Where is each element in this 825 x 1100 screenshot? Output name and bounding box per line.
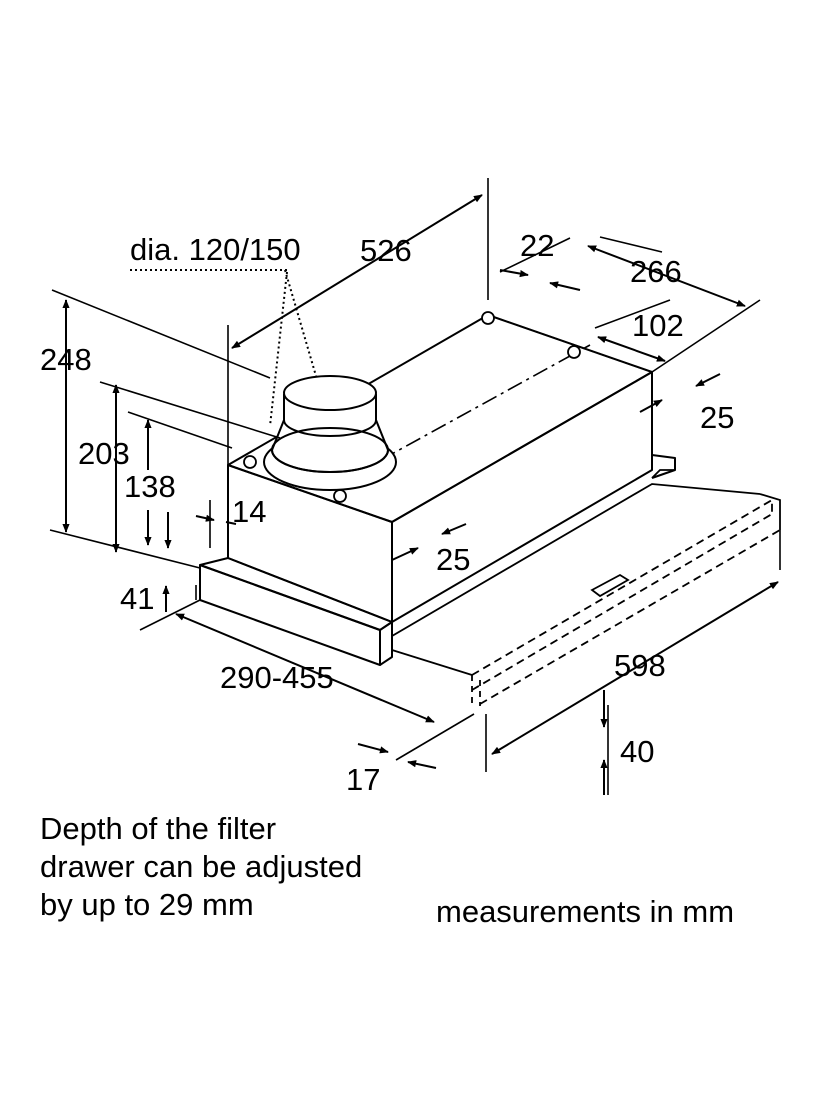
dim-line-25-front-b (391, 547, 419, 561)
dim-line-102 (597, 336, 666, 362)
dim-line-598 (491, 581, 779, 755)
label-14: 14 (232, 494, 266, 529)
duct-mid-ring (283, 419, 377, 437)
label-25-right: 25 (700, 400, 734, 435)
label-290-455: 290-455 (220, 660, 334, 695)
drawer-note-line-2: drawer can be adjusted (40, 849, 363, 884)
dim-line-25-right (695, 373, 721, 387)
duct-collar (263, 375, 397, 491)
dim-line-22b (549, 281, 581, 291)
mounting-hole (481, 311, 495, 325)
label-598: 598 (614, 648, 666, 683)
label-22: 22 (520, 228, 554, 263)
hood-rear-block (651, 454, 676, 479)
label-203: 203 (78, 436, 130, 471)
label-526: 526 (360, 233, 412, 268)
drawer-note-line-1: Depth of the filter (40, 811, 277, 846)
label-138: 138 (124, 469, 176, 504)
mounting-hole (333, 489, 347, 503)
drawer-adjust-note: Depth of the filter drawer can be adjust… (40, 810, 362, 924)
hood-side-face (391, 371, 653, 623)
duct-lower-ring (271, 427, 389, 473)
hood-centre-line (329, 344, 591, 489)
dim-line-14b (225, 521, 237, 525)
label-41: 41 (120, 581, 154, 616)
label-266: 266 (630, 254, 682, 289)
label-248: 248 (40, 342, 92, 377)
dimension-lines (62, 194, 779, 795)
duct-top-opening (283, 375, 377, 411)
front-strip-front (199, 564, 381, 666)
dim-line-526 (231, 194, 483, 349)
mounting-hole (243, 455, 257, 469)
mounting-holes (243, 311, 581, 503)
dim-line-17 (357, 743, 389, 754)
label-25-front: 25 (436, 542, 470, 577)
dim-line-17b (407, 760, 437, 769)
label-102: 102 (632, 308, 684, 343)
dim-line-14 (195, 514, 215, 522)
front-strip (199, 557, 393, 666)
dim-line-22 (499, 269, 529, 278)
drawer-note-line-3: by up to 29 mm (40, 887, 254, 922)
units-note: measurements in mm (436, 894, 735, 929)
front-strip-side (379, 621, 393, 666)
mounting-hole (567, 345, 581, 359)
front-strip-top (199, 557, 393, 631)
drawer-handle (590, 573, 630, 598)
dim-line-290-455 (175, 613, 435, 723)
dim-line-25-front (441, 523, 467, 535)
label-40: 40 (620, 734, 654, 769)
label-17: 17 (346, 762, 380, 797)
dim-line-25-right-b (639, 399, 663, 413)
dim-line-266 (587, 245, 746, 307)
label-duct-dia: dia. 120/150 (130, 232, 301, 267)
